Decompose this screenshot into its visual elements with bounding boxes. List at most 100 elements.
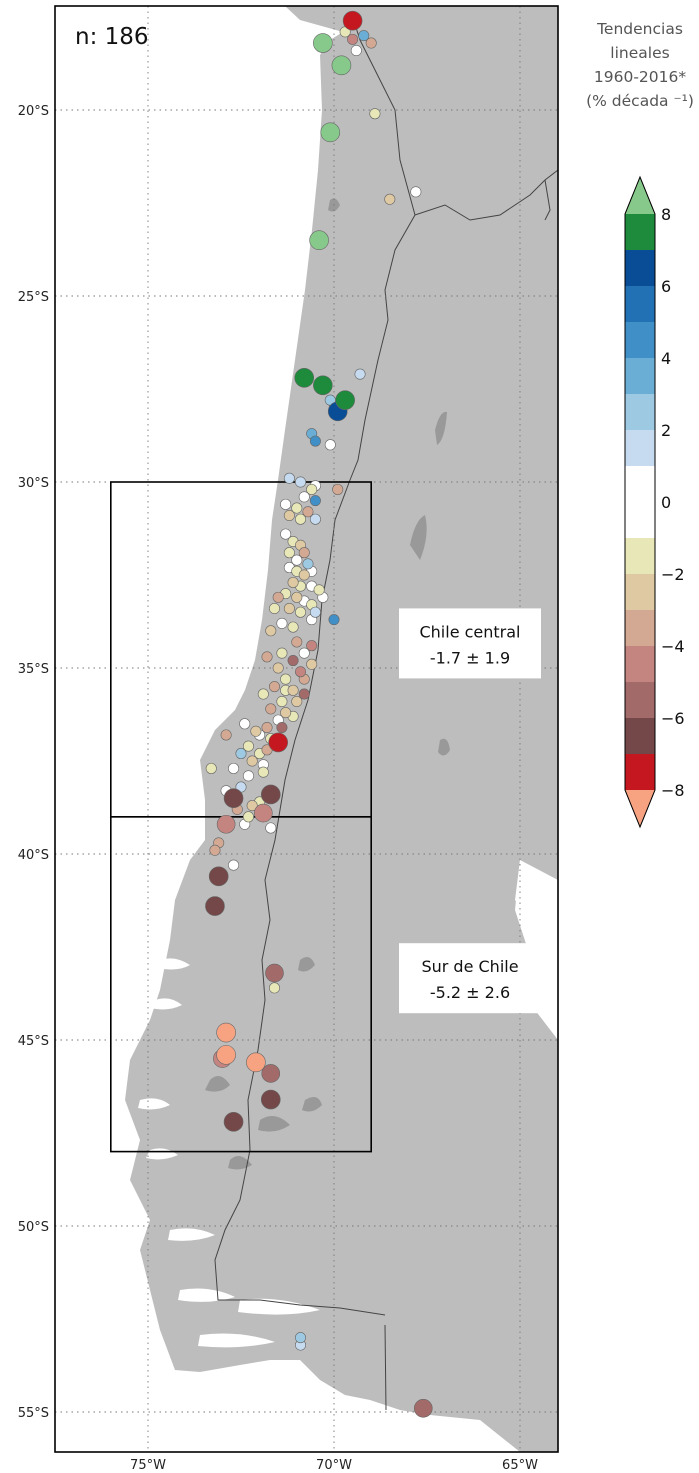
station-marker [272,662,284,674]
station-marker [291,636,303,648]
lat-tick-label: 40°S [18,848,49,863]
colorbar-bin [625,214,655,250]
region-value: -1.7 ± 1.9 [430,648,510,667]
colorbar-tick-label: 0 [661,493,671,512]
colorbar-bin [625,286,655,322]
station-marker [331,55,352,76]
station-marker [324,439,336,451]
station-marker [242,811,254,823]
station-marker [306,483,318,495]
land-mass [125,6,558,1452]
station-marker [265,963,284,983]
station-marker [216,814,236,834]
station-marker [384,193,396,205]
station-marker [246,800,258,812]
station-marker [261,1064,281,1083]
colorbar-bin [625,538,655,574]
station-marker [295,666,307,678]
fjords [138,958,320,1348]
colorbar-bin [625,574,655,610]
station-marker [358,30,370,42]
station-marker [291,502,303,514]
station-marker [332,483,344,495]
station-marker [365,37,377,49]
station-marker [261,651,273,663]
station-marker [265,625,277,637]
station-marker [257,766,269,778]
stations-layer [205,10,433,1418]
colorbar-tick-label: −8 [661,781,685,800]
station-marker [276,647,288,659]
station-marker [280,528,292,540]
station-marker [298,569,310,581]
colorbar-tick-label: 6 [661,277,671,296]
station-marker [268,681,280,693]
colorbar-bin [625,322,655,358]
region-label-box [399,943,541,1014]
station-marker [239,718,251,730]
station-marker [235,748,247,760]
station-marker [342,10,363,31]
colorbar-bin [625,646,655,682]
station-marker [295,476,307,488]
lat-tick-label: 20°S [18,104,49,119]
station-marker [268,732,289,753]
station-marker [350,44,362,56]
station-marker [242,740,254,752]
station-marker [294,368,315,388]
station-marker [205,762,217,774]
colorbar-bin [625,250,655,286]
station-marker [347,33,359,45]
colorbar-tick-label: 2 [661,421,671,440]
station-marker [298,647,310,659]
station-marker [283,472,295,484]
station-marker [254,803,273,823]
station-marker [298,547,310,559]
colorbar-tick-label: −2 [661,565,685,584]
station-marker [280,673,292,685]
station-marker [369,108,381,120]
station-marker [228,859,240,871]
colorbar-bin [625,610,655,646]
station-marker [242,770,254,782]
colorbar-bin [625,430,655,466]
station-marker [295,1332,307,1344]
station-marker [223,1112,244,1132]
colorbar-under-arrow [625,790,655,827]
station-marker [306,640,318,652]
colorbar-over-arrow [625,177,655,214]
colorbar-tick-label: 4 [661,349,671,368]
station-marker [291,554,303,566]
station-marker [216,1022,236,1043]
station-marker [354,368,366,380]
station-marker [328,614,340,626]
lat-tick-label: 45°S [18,1034,49,1049]
station-marker [413,1398,433,1418]
region-label-box [399,608,541,679]
station-marker [295,513,307,525]
lat-tick-label: 25°S [18,290,49,305]
colorbar-bin [625,358,655,394]
colorbar-outline [624,175,656,829]
station-marker [216,1045,236,1065]
station-marker [265,703,277,715]
station-marker [302,558,314,570]
station-marker [265,822,277,834]
station-marker [309,606,321,618]
colorbar-tick-label: 8 [661,205,671,224]
colorbar-title-line: (% década ⁻¹) [586,92,694,110]
station-marker [298,491,310,503]
colorbar-title-line: 1960-2016* [594,68,686,86]
station-marker [309,495,321,507]
station-marker [223,788,244,809]
borders [214,14,558,1411]
station-marker [280,707,292,719]
colorbar-title-line: lineales [610,44,669,62]
station-marker [309,513,321,525]
station-marker [313,33,333,53]
